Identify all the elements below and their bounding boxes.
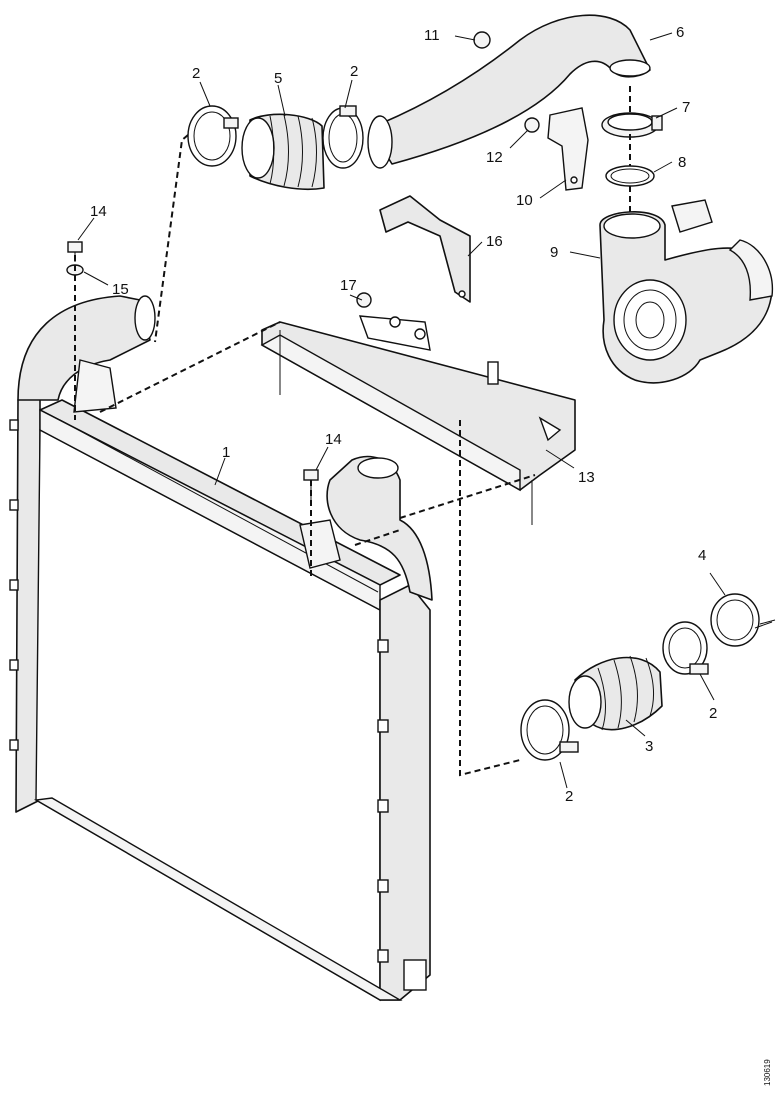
turbocharger-9	[599, 199, 774, 384]
callout-13: 13	[578, 469, 595, 486]
hose-clamp-2-lower-right	[662, 621, 709, 675]
callout-10: 10	[516, 192, 533, 209]
callout-16: 16	[486, 233, 503, 250]
assembly-lines	[74, 86, 776, 777]
nut-12	[524, 117, 540, 133]
callout-11: 11	[424, 27, 440, 44]
callout-leaders	[77, 32, 726, 789]
hose-clamp-2-upper-left	[187, 105, 239, 167]
callout-12: 12	[486, 149, 503, 166]
bracket-16	[379, 195, 471, 303]
callout-14-left: 14	[90, 203, 107, 220]
hose-clamp-2-lower-left	[520, 699, 579, 761]
hose-5	[241, 113, 325, 191]
bracket-13	[260, 315, 576, 492]
callout-6: 6	[676, 24, 684, 41]
callout-1: 1	[222, 444, 230, 461]
clamp-ring-4	[710, 593, 773, 647]
bracket-10	[547, 107, 589, 191]
callout-8: 8	[678, 154, 686, 171]
callout-4: 4	[698, 547, 706, 564]
callout-5: 5	[274, 70, 282, 87]
intercooler-core	[9, 295, 433, 1002]
figure-code: 130619	[763, 1059, 772, 1086]
charge-air-pipe-6	[367, 14, 651, 169]
callout-7: 7	[682, 99, 690, 116]
callout-14-right: 14	[325, 431, 342, 448]
callout-2-upper-left: 2	[192, 65, 200, 82]
nut-11	[473, 31, 491, 49]
callout-2-lower-left: 2	[565, 788, 573, 805]
hose-clamp-2-upper-right	[322, 105, 364, 169]
callout-3: 3	[645, 738, 653, 755]
o-ring-8	[605, 165, 655, 187]
hose-3	[568, 655, 663, 731]
callout-17: 17	[340, 277, 357, 294]
nut-17	[356, 292, 372, 308]
callout-2-upper-right: 2	[350, 63, 358, 80]
callout-9: 9	[550, 244, 558, 261]
clamp-7	[601, 112, 663, 138]
callout-2-lower-right: 2	[709, 705, 717, 722]
callout-15: 15	[112, 281, 129, 298]
